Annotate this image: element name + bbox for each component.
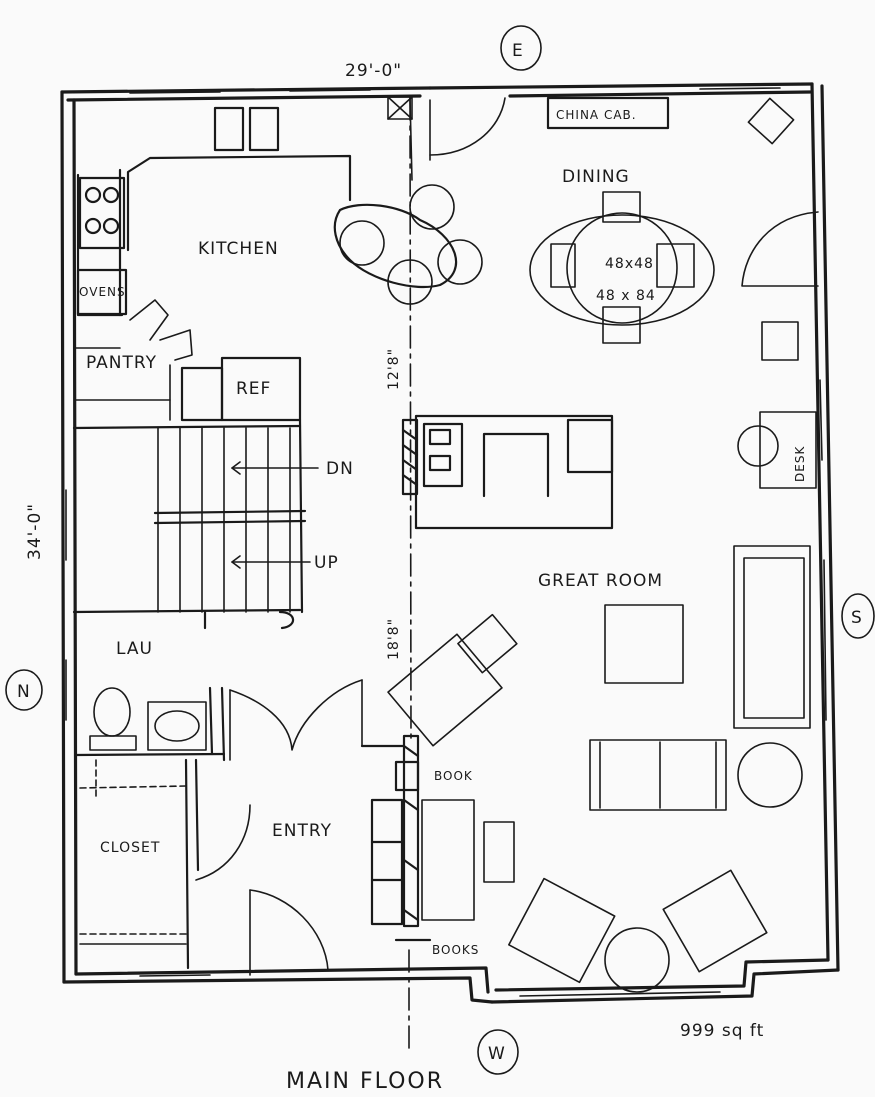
- stair-treads: [157, 427, 291, 613]
- label-book: BOOK: [434, 769, 473, 783]
- sofa-center: [589, 739, 727, 811]
- overall-width-dim: 29'-0": [345, 61, 402, 81]
- interior-partition: [408, 97, 413, 1051]
- round-table: [604, 742, 803, 993]
- label-stairs-up: UP: [314, 553, 339, 573]
- coffee-table: [604, 604, 684, 684]
- refrigerator: [180, 356, 302, 422]
- closet-shelf: [79, 759, 187, 945]
- label-ovens: OVENS: [79, 285, 126, 299]
- label-books: BOOKS: [432, 943, 479, 957]
- armchairs: [387, 613, 768, 984]
- entry-doors: [195, 679, 363, 976]
- stair-landing: [153, 509, 307, 630]
- label-ref: REF: [236, 379, 271, 399]
- compass-north-label: N: [17, 682, 31, 702]
- overall-depth-dim: 34'-0": [25, 503, 45, 560]
- sofa-right: [733, 545, 811, 729]
- pantry-door: [75, 299, 193, 421]
- chimney-box: [387, 96, 413, 120]
- label-stairs-down: DN: [326, 459, 354, 479]
- room-label-great-room: GREAT ROOM: [538, 571, 663, 591]
- bookshelves: [360, 734, 432, 942]
- lav-sink: [147, 701, 207, 751]
- stair-arrows: [231, 461, 319, 569]
- room-label-lav: LAU: [116, 639, 153, 659]
- compass-west-label: W: [488, 1044, 506, 1064]
- room-label-entry: ENTRY: [272, 821, 332, 841]
- dim-upper-partition: 12'8": [386, 348, 402, 390]
- room-label-kitchen: KITCHEN: [198, 239, 279, 259]
- exterior-walls: [60, 82, 840, 1004]
- compass-markers: [5, 25, 875, 1075]
- label-table-round: 48x48: [605, 256, 654, 272]
- entry-door-east: [429, 97, 506, 161]
- room-label-pantry: PANTRY: [86, 353, 157, 373]
- dining-table: [529, 191, 715, 344]
- desk: [737, 411, 817, 489]
- stair-wall: [72, 418, 304, 614]
- label-area: 999 sq ft: [680, 1021, 764, 1041]
- label-desk: DESK: [793, 446, 807, 482]
- lav-walls: [74, 686, 226, 970]
- room-label-closet: CLOSET: [100, 840, 160, 856]
- compass-south-label: S: [851, 608, 863, 628]
- fireplace: [401, 414, 614, 530]
- dim-lower-partition: 18'8": [386, 618, 402, 660]
- dining-corner-pieces: [741, 97, 819, 361]
- label-table-oval: 48 x 84: [596, 288, 656, 304]
- toilet: [89, 687, 137, 751]
- plan-title: MAIN FLOOR: [286, 1069, 444, 1094]
- room-label-dining: DINING: [562, 167, 630, 187]
- windows: [65, 87, 827, 997]
- kitchen-counters: [76, 106, 458, 317]
- compass-east-label: E: [512, 41, 524, 61]
- label-china-cabinet: CHINA CAB.: [556, 108, 637, 122]
- china-cabinet: [546, 96, 670, 130]
